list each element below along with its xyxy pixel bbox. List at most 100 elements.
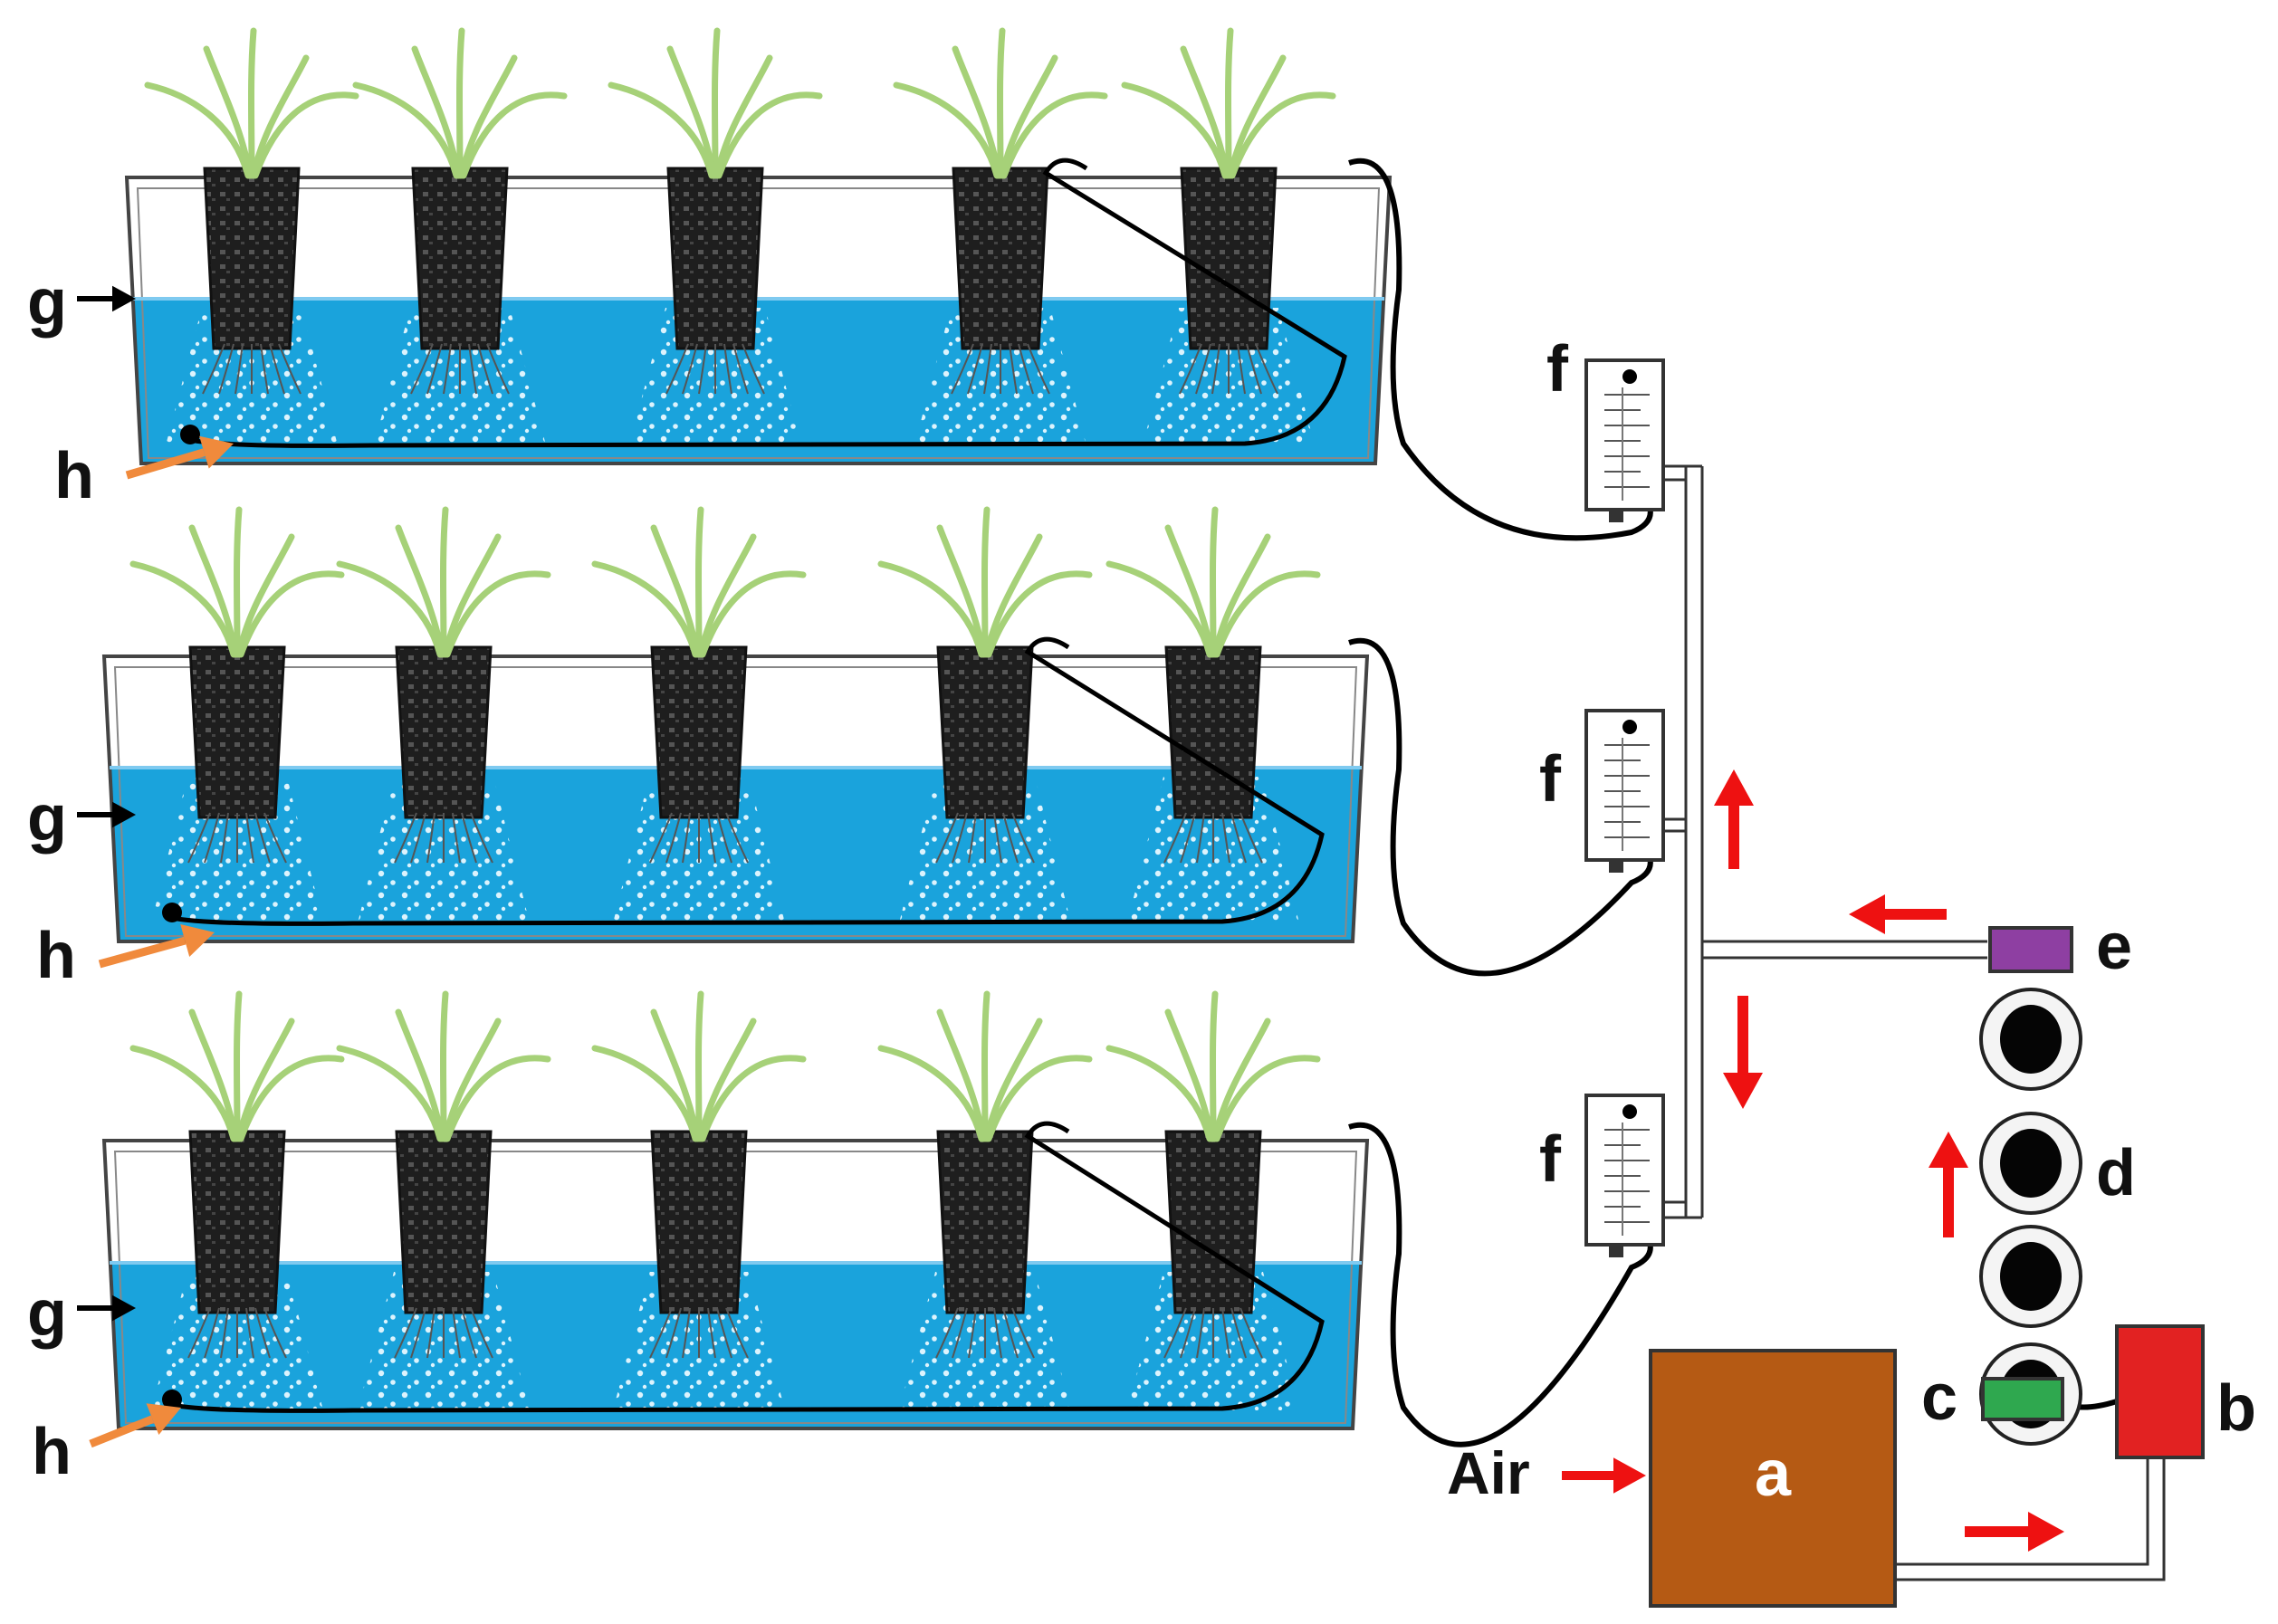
net-pot-icon: [1163, 1130, 1263, 1359]
root: [725, 812, 749, 864]
root: [1011, 1307, 1035, 1359]
root: [716, 1307, 732, 1359]
root: [426, 1307, 436, 1359]
root: [220, 1307, 229, 1359]
label-air: Air: [1447, 1439, 1530, 1506]
root: [993, 1307, 1002, 1359]
label-g: g: [27, 782, 67, 855]
label-b: b: [2216, 1372, 2256, 1445]
plant-icon: [1121, 27, 1336, 179]
flow-arrow-up-d: [1929, 1132, 1968, 1237]
root: [468, 343, 477, 395]
grow-tray: [101, 506, 1370, 943]
air-tube: [171, 1121, 1325, 1413]
label-h: h: [54, 440, 94, 512]
root: [263, 812, 287, 864]
root: [649, 812, 673, 864]
air-tube: [171, 636, 1325, 926]
manifold-pipe: [1663, 464, 1987, 1219]
net-pot-icon: [394, 645, 493, 864]
net-pot-icon: [935, 645, 1035, 864]
net-pot-icon: [1163, 645, 1263, 864]
plant-icon: [352, 27, 568, 179]
net-pot-icon: [935, 1130, 1035, 1359]
root: [278, 343, 302, 395]
root: [220, 812, 229, 864]
label-f: f: [1539, 1123, 1562, 1196]
grow-tray: [124, 27, 1393, 465]
root: [1230, 812, 1247, 864]
root: [426, 812, 436, 864]
root: [477, 343, 493, 395]
root: [1240, 1307, 1263, 1359]
plant-icon: [1106, 990, 1321, 1142]
root: [1246, 343, 1262, 395]
root: [682, 343, 698, 395]
filter-chain-d: [1979, 988, 2082, 1446]
root: [187, 1307, 211, 1359]
root: [1237, 343, 1246, 395]
net-pot-icon: [410, 167, 510, 395]
pointer-arrow-h: [98, 924, 215, 969]
root: [1255, 343, 1278, 395]
root: [394, 812, 417, 864]
root: [665, 343, 689, 395]
plant-icon: [336, 990, 551, 1142]
pointer-arrow-h: [125, 435, 234, 480]
pointer-arrow-g: [77, 801, 136, 828]
root: [967, 343, 983, 395]
root: [968, 1307, 977, 1359]
root: [410, 1307, 426, 1359]
root: [682, 1307, 691, 1359]
root: [410, 343, 434, 395]
root: [486, 343, 510, 395]
net-pot-icon: [649, 1130, 749, 1359]
pointer-arrow-g: [77, 1294, 136, 1322]
root: [1002, 1307, 1019, 1359]
root: [234, 343, 244, 395]
root: [649, 1307, 673, 1359]
root: [1179, 343, 1202, 395]
root: [1196, 812, 1205, 864]
root: [452, 1307, 461, 1359]
net-pot-icon: [187, 1130, 287, 1359]
label-a: a: [1755, 1438, 1792, 1510]
root: [1180, 1307, 1196, 1359]
root: [245, 812, 254, 864]
compressor-icon: [1649, 1349, 1897, 1608]
plant-icon: [877, 506, 1093, 658]
plant-icon: [129, 506, 345, 658]
air-manifold-e: [1988, 926, 2073, 973]
root: [452, 812, 461, 864]
root: [665, 812, 682, 864]
root: [1195, 343, 1211, 395]
root: [698, 343, 707, 395]
pipe-a-to-b: [1895, 1457, 2166, 1581]
root: [254, 812, 271, 864]
root: [742, 343, 765, 395]
label-f: f: [1539, 743, 1562, 816]
label-g: g: [27, 1277, 67, 1350]
root: [951, 343, 974, 395]
root: [665, 1307, 682, 1359]
label-c: c: [1921, 1361, 1957, 1434]
root: [725, 1307, 749, 1359]
air-tube: [189, 158, 1347, 448]
flow-meter-icon: [1584, 358, 1665, 522]
air-tube-to-flow-meter: [1348, 1122, 1653, 1447]
grow-tray: [101, 990, 1370, 1430]
flow-meter-icon: [1584, 709, 1665, 873]
flow-arrow-up: [1714, 769, 1754, 869]
root: [218, 343, 234, 395]
root: [983, 343, 992, 395]
plant-icon: [144, 27, 359, 179]
root: [426, 343, 443, 395]
flow-arrow-down: [1723, 996, 1763, 1109]
root: [1230, 1307, 1247, 1359]
air-tube-to-flow-meter: [1348, 158, 1653, 541]
air-inlet-arrow: [1562, 1457, 1646, 1494]
root: [935, 812, 959, 864]
root: [470, 812, 493, 864]
root: [443, 343, 452, 395]
